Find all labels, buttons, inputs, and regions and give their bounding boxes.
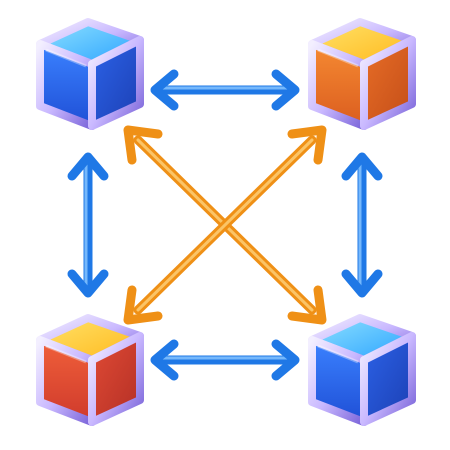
horizontal-arrow-bottom — [150, 339, 300, 381]
cube-bottom-left-icon — [40, 318, 140, 422]
horizontal-arrow-top — [150, 69, 300, 111]
cube-bottom-right-icon — [312, 318, 412, 422]
cube-top-right-icon — [312, 22, 412, 126]
cube-top-left-icon — [40, 22, 140, 126]
vertical-arrow-left — [67, 152, 109, 298]
vertical-arrow-right — [341, 152, 383, 298]
diagonal-arrow-tr-bl — [123, 125, 327, 325]
